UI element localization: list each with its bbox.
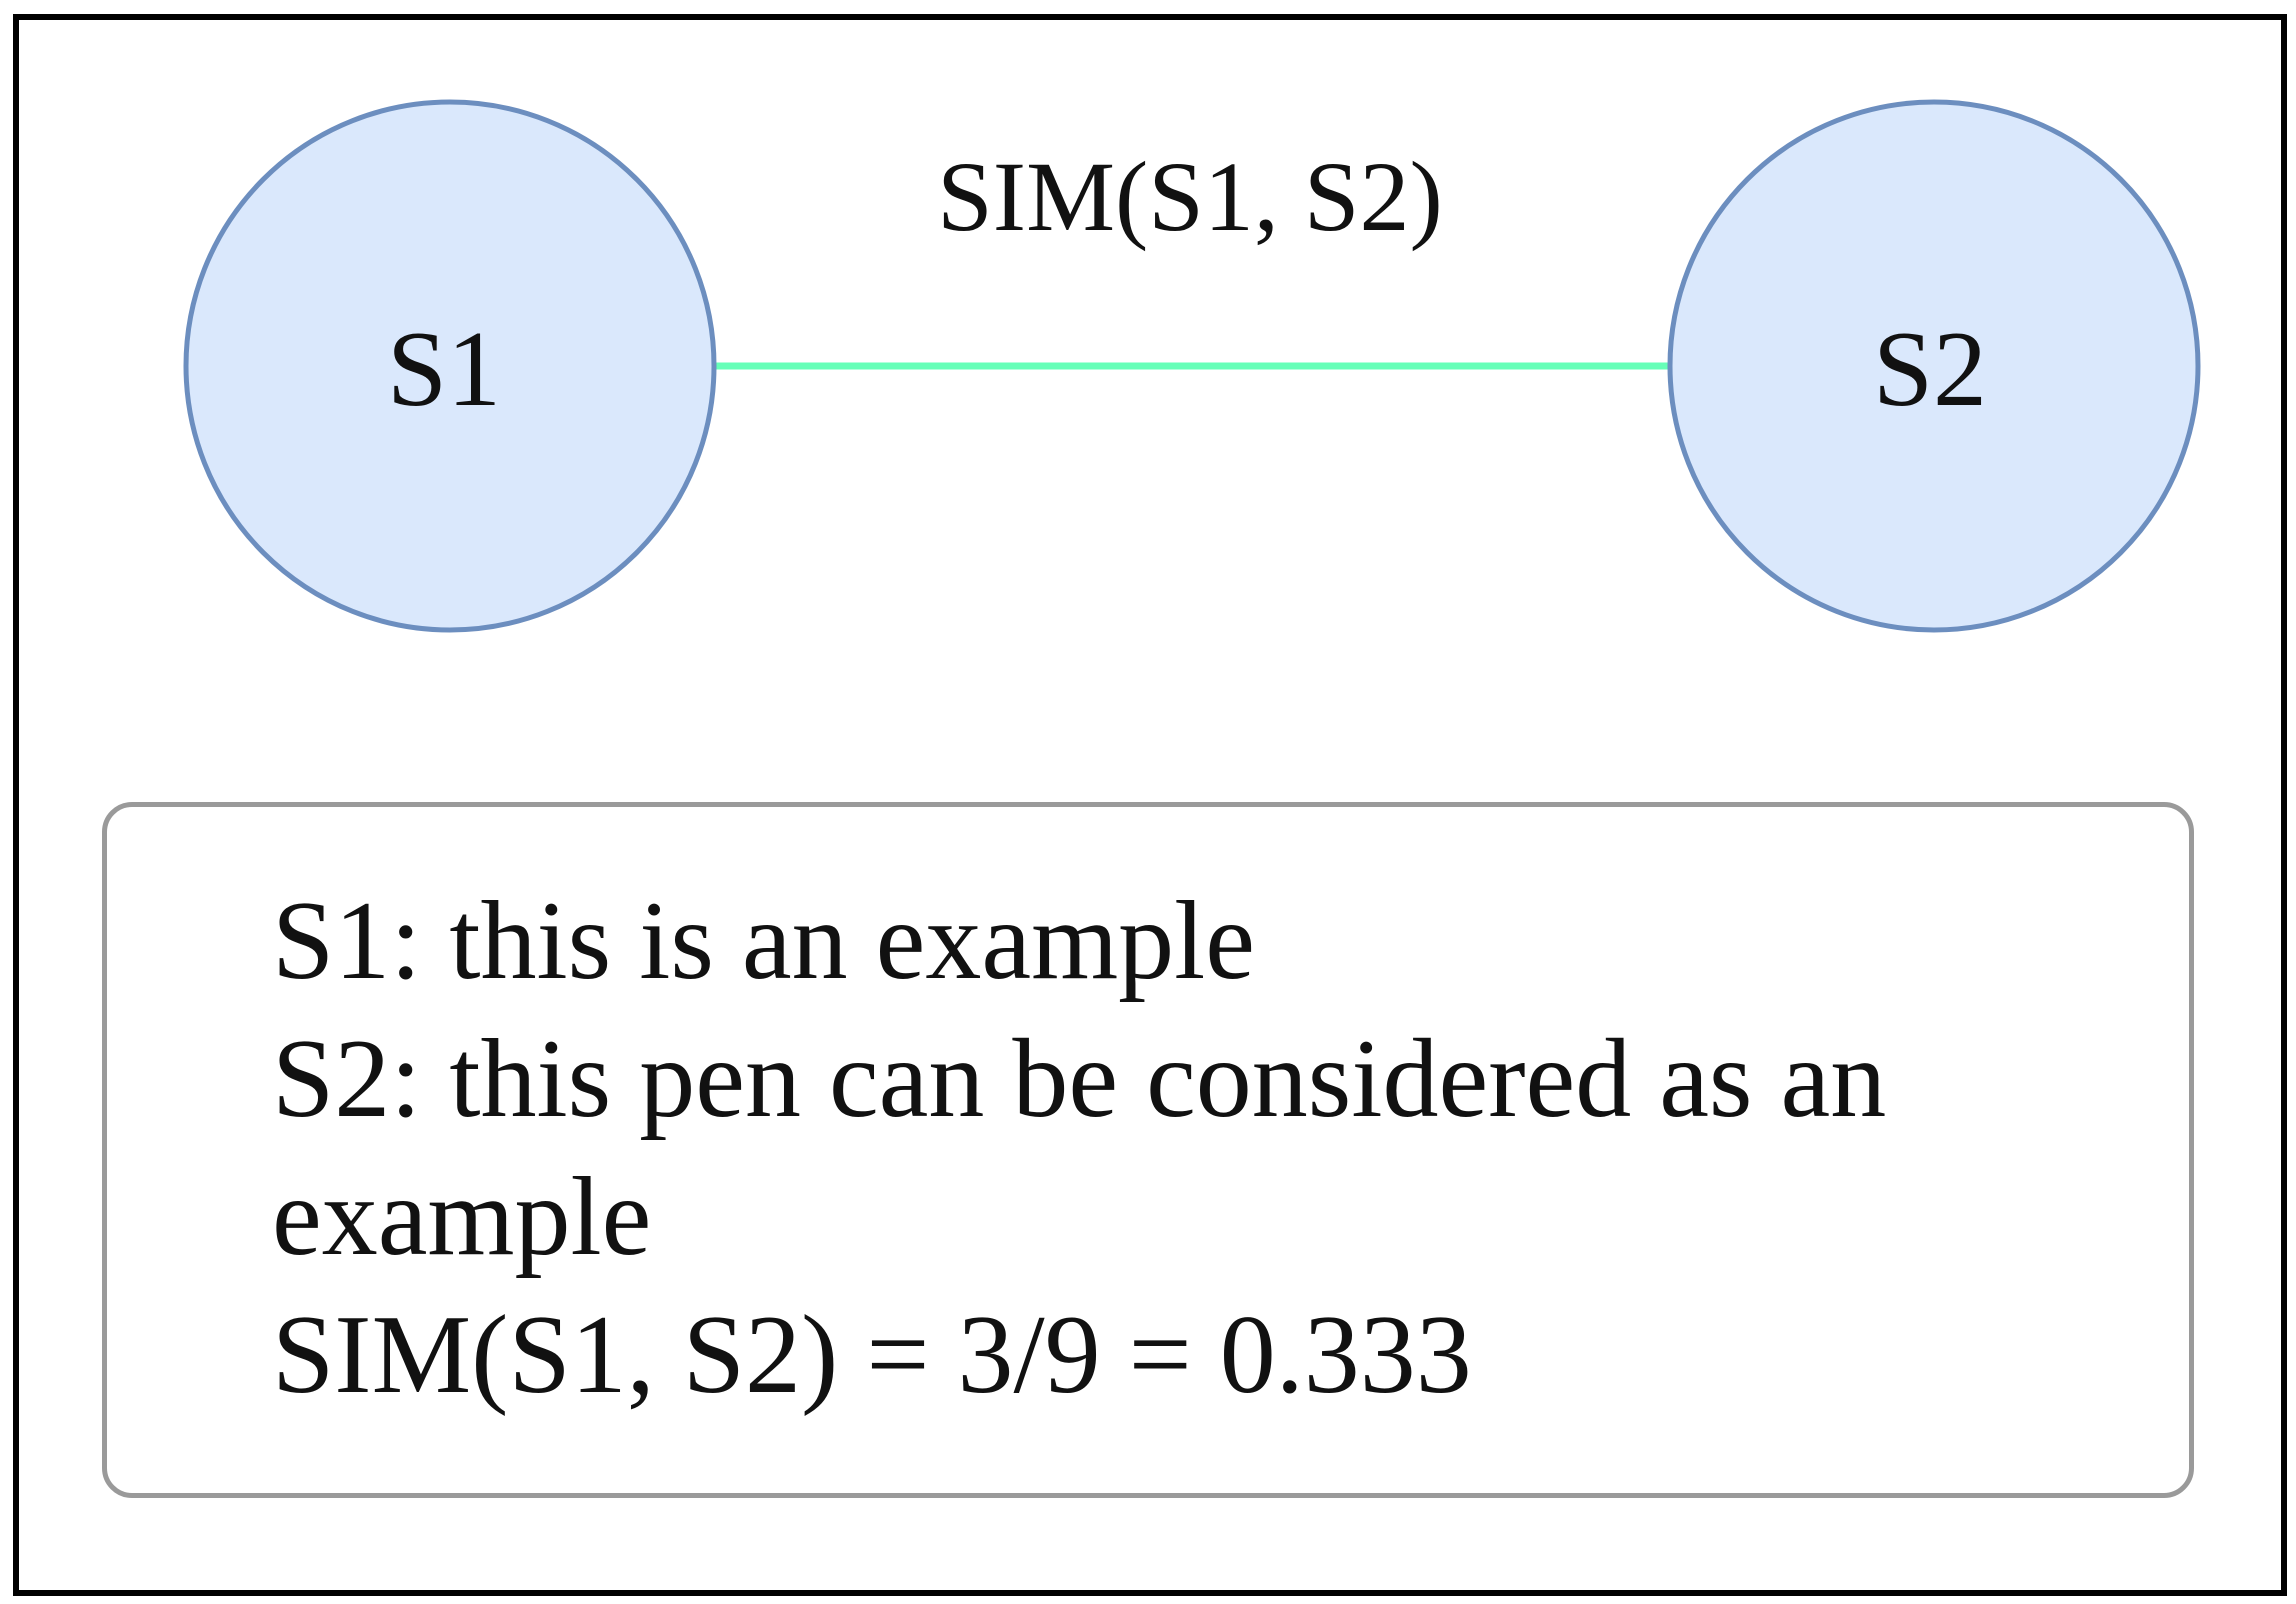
note-box <box>102 802 2194 1498</box>
figure-frame <box>13 14 2287 1596</box>
node-s1 <box>183 99 717 633</box>
note-line-s2-cont: example <box>272 1155 652 1279</box>
node-s1-label: S1 <box>387 310 501 429</box>
note-text: S1: this is an example S2: this pen can … <box>272 872 2172 1424</box>
note-line-s2: S2: this pen can be considered as an <box>272 1017 1887 1141</box>
node-s2 <box>1667 99 2201 633</box>
note-line-s1: S1: this is an example <box>272 879 1256 1003</box>
edge-label: SIM(S1, S2) <box>937 141 1443 252</box>
note-line-sim: SIM(S1, S2) = 3/9 = 0.333 <box>272 1293 1472 1417</box>
node-s2-label: S2 <box>1873 310 1987 429</box>
